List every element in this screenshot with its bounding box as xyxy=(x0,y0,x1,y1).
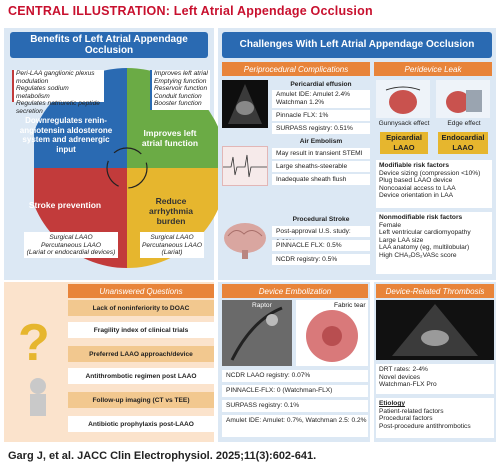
mod-title: Modifiable risk factors xyxy=(379,162,449,169)
etiology-item: Patient-related factors xyxy=(379,407,444,415)
tee-image xyxy=(376,300,494,360)
unanswered-item: Follow-up imaging (CT vs TEE) xyxy=(68,392,214,408)
quad-tr-label: Improves left atrial function xyxy=(141,128,199,148)
svg-text:?: ? xyxy=(18,314,50,372)
etiology-box: Etiology Patient-related factors Procedu… xyxy=(376,398,494,438)
quad-br-label: Reduce arrhythmia burden xyxy=(149,196,193,226)
echo-image xyxy=(222,80,268,128)
note: Reservoir function xyxy=(154,85,208,93)
edge-image xyxy=(436,80,490,118)
gunny-label: Gunnysack effect xyxy=(378,120,430,127)
etiology-item: Post-procedure antithrombotics xyxy=(379,422,471,430)
thrombosis-label: Device-Related Thrombosis xyxy=(376,284,494,298)
nonmod-title: Nonmodifiable risk factors xyxy=(379,214,463,221)
note: (Lariat) xyxy=(161,249,183,257)
mod-item: Device orientation in LAA xyxy=(379,192,454,200)
note: Percutaneous LAAO xyxy=(40,241,102,249)
air-row: May result in transient STEMI xyxy=(272,148,370,159)
embolization-label: Device Embolization xyxy=(222,284,368,298)
effusion-row: Amulet IDE: Amulet 2.4% Watchman 1.2% xyxy=(272,90,370,108)
nonmod-item: High CHA₂DS₂VASc score xyxy=(379,251,457,259)
topleft-notes: Peri-LAA ganglionic plexus modulation Re… xyxy=(12,70,104,115)
quad-tl-label: Downregulates renin-angiotensin aldoster… xyxy=(19,116,113,154)
air-title: Air Embolism xyxy=(299,138,343,145)
note: Regulates sodium metabolism xyxy=(16,85,69,100)
mod-item: Noncoaxial access to LAA xyxy=(379,184,456,192)
embolization-row: SURPASS registry: 0.1% xyxy=(222,400,368,412)
unanswered-item: Antibiotic prophylaxis post-LAAO xyxy=(68,416,214,432)
benefits-heading: Benefits of Left Atrial Appendage Occlus… xyxy=(10,32,208,58)
raptor-label: Raptor xyxy=(252,302,272,309)
citation: Garg J, et al. JACC Clin Electrophysiol.… xyxy=(8,450,317,462)
topright-notes: Improves left atrial Emptying function R… xyxy=(150,70,210,110)
endo-badge: Endocardial LAAO xyxy=(438,132,488,154)
unanswered-item: Lack of noninferiority to DOAC xyxy=(68,300,214,316)
question-figure-icon: ? xyxy=(8,300,64,420)
stroke-row: NCDR registry: 0.5% xyxy=(272,254,370,265)
note: Surgical LAAO xyxy=(49,234,93,241)
ecg-image xyxy=(222,146,268,186)
note: Regulates natriuretic peptide secretion xyxy=(16,100,100,115)
xray-image xyxy=(222,300,292,366)
drt-rates-box: DRT rates: 2-4% Novel devices Watchman-F… xyxy=(376,364,494,394)
drt-item: Novel devices xyxy=(379,373,421,381)
note: Emptying function xyxy=(154,77,207,85)
note: Booster function xyxy=(154,100,202,108)
quad-bl-label: Stroke prevention xyxy=(28,200,102,210)
header-banner: CENTRAL ILLUSTRATION: Left Atrial Append… xyxy=(0,0,500,26)
stroke-title: Procedural Stroke xyxy=(292,216,350,223)
nonmod-item: Large LAA size xyxy=(379,236,424,244)
effusion-title: Pericardial effusion xyxy=(290,81,352,88)
periprocedural-label: Periprocedural Complications xyxy=(222,62,370,76)
note: Conduit function xyxy=(154,92,202,100)
page-title: CENTRAL ILLUSTRATION: Left Atrial Append… xyxy=(8,4,373,18)
leak-label: Peridevice Leak xyxy=(374,62,492,76)
effusion-row: SURPASS registry: 0.51% xyxy=(272,123,370,134)
note: Peri-LAA ganglionic plexus modulation xyxy=(16,70,95,85)
note: Surgical LAAO xyxy=(150,234,194,241)
unanswered-item: Fragility index of clinical trials xyxy=(68,322,214,338)
drt-item: DRT rates: 2-4% xyxy=(379,366,428,373)
stroke-row: PINNACLE FLX: 0.5% xyxy=(272,240,370,251)
note: Percutaneous LAAO xyxy=(141,241,203,249)
unanswered-item: Antithrombotic regimen post LAAO xyxy=(68,368,214,384)
fabric-image xyxy=(296,300,368,366)
epi-badge: Epicardial LAAO xyxy=(380,132,428,154)
nonmod-item: LAA anatomy (eg, multilobular) xyxy=(379,244,470,252)
unanswered-label: Unanswered Questions xyxy=(68,284,214,298)
note: (Lariat or endocardial devices) xyxy=(26,249,116,257)
stroke-row: Post-approval U.S. study: 0.08% xyxy=(272,226,370,246)
edge-label: Edge effect xyxy=(447,120,481,127)
benefits-circle xyxy=(34,68,220,268)
nonmodifiable-box: Nonmodifiable risk factors Female Left v… xyxy=(376,212,492,274)
nonmod-item: Left ventricular cardiomyopathy xyxy=(379,229,471,237)
mod-item: Device sizing (compression <10%) xyxy=(379,169,481,177)
etiology-item: Procedural factors xyxy=(379,415,433,423)
air-row: Inadequate sheath flush xyxy=(272,174,370,185)
challenges-heading: Challenges With Left Atrial Appendage Oc… xyxy=(222,32,492,58)
embolization-row: NCDR LAAO registry: 0.07% xyxy=(222,370,368,382)
fabric-label: Fabric tear xyxy=(334,302,366,309)
note: Improves left atrial xyxy=(154,70,208,77)
gunnysack-image xyxy=(376,80,430,118)
mod-item: Plug based LAAO device xyxy=(379,177,453,185)
modifiable-box: Modifiable risk factors Device sizing (c… xyxy=(376,160,492,208)
etiology-title: Etiology xyxy=(379,400,406,407)
embolization-row: PINNACLE-FLX: 0 (Watchman-FLX) xyxy=(222,385,368,397)
drt-item: Watchman-FLX Pro xyxy=(379,381,437,389)
nonmod-item: Female xyxy=(379,221,401,229)
bottomright-notes: Surgical LAAO Percutaneous LAAO (Lariat) xyxy=(140,232,204,258)
effusion-row: Pinnacle FLX: 1% xyxy=(272,110,370,121)
bottomleft-notes: Surgical LAAO Percutaneous LAAO (Lariat … xyxy=(24,232,118,258)
brain-image xyxy=(222,220,268,260)
unanswered-item: Preferred LAAO approach/device xyxy=(68,346,214,362)
embolization-row: Amulet IDE: Amulet: 0.7%, Watchman 2.5: … xyxy=(222,415,368,437)
air-row: Large sheaths-steerable xyxy=(272,161,370,172)
